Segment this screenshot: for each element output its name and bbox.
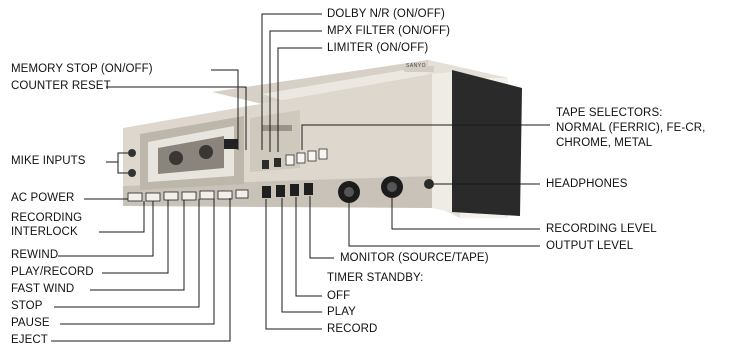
meter-bar: [262, 125, 292, 131]
tape-selector-key: [296, 152, 306, 164]
tape-selector-key: [307, 150, 317, 162]
leader-fast-wind: [90, 200, 185, 291]
label-timer-record: RECORD: [327, 323, 378, 335]
label-output-level: OUTPUT LEVEL: [546, 240, 634, 252]
label-mpx-filter: MPX FILTER (ON/OFF): [327, 25, 451, 37]
leader-timer-play: [281, 198, 322, 313]
headphone-jack: [424, 179, 434, 189]
label-tape-selectors-3: CHROME, METAL: [556, 137, 653, 149]
leader-timer-record: [265, 199, 322, 330]
leader-mpx: [269, 30, 322, 152]
leader-monitor: [309, 196, 334, 259]
label-headphones: HEADPHONES: [546, 178, 628, 190]
brand-plate: [404, 66, 434, 72]
mike-jack-2: [128, 169, 136, 177]
leader-mike-inputs-top: [106, 152, 128, 163]
mike-jack-1: [128, 149, 136, 157]
transport-key: [235, 189, 249, 199]
output-level-knob-center: [387, 182, 397, 192]
leader-recording-interlock: [99, 201, 145, 233]
label-timer-standby: TIMER STANDBY:: [327, 272, 424, 284]
label-timer-play: PLAY: [327, 306, 356, 318]
label-tape-selectors-2: NORMAL (FERRIC), FE-CR,: [556, 122, 706, 134]
leader-tape-selectors: [301, 124, 550, 150]
label-memory-stop: MEMORY STOP (ON/OFF): [11, 63, 153, 75]
leader-rewind: [58, 201, 154, 257]
leader-output-level: [348, 203, 540, 247]
upper-switch: [274, 158, 281, 167]
label-play-record: PLAY/RECORD: [11, 266, 94, 278]
leader-mike-inputs-bot: [117, 162, 128, 174]
transport-key: [199, 190, 215, 200]
cassette-reel-right: [199, 145, 213, 159]
leader-recording-level: [391, 198, 540, 230]
label-mike-inputs: MIKE INPUTS: [11, 155, 86, 167]
function-key: [276, 185, 285, 197]
leader-pause: [60, 199, 215, 325]
label-tape-selectors-1: TAPE SELECTORS:: [556, 107, 663, 119]
label-limiter: LIMITER (ON/OFF): [327, 42, 429, 54]
recording-level-knob-center: [344, 187, 354, 197]
label-stop: STOP: [11, 300, 43, 312]
leader-limiter: [277, 47, 322, 152]
label-monitor: MONITOR (SOURCE/TAPE): [340, 252, 489, 264]
leader-eject: [51, 198, 231, 342]
upper-switch: [262, 160, 269, 169]
label-eject: EJECT: [11, 334, 48, 346]
leader-timer-off: [295, 197, 322, 297]
leader-memory-stop: [211, 69, 239, 150]
label-rewind: REWIND: [11, 249, 59, 261]
counter-window: [224, 139, 238, 149]
transport-key: [181, 191, 197, 201]
transport-key: [127, 192, 143, 202]
label-pause: PAUSE: [11, 317, 50, 329]
transport-key: [163, 191, 179, 201]
leader-stop: [54, 199, 200, 308]
deck-side-face: [432, 72, 452, 212]
function-key: [262, 186, 271, 198]
label-dolby-nr: DOLBY N/R (ON/OFF): [327, 8, 445, 20]
cassette-reel-left: [169, 151, 183, 165]
leader-dolby: [261, 13, 322, 150]
leader-play-record: [102, 200, 169, 274]
tape-selector-key: [285, 154, 295, 166]
label-recording-level: RECORDING LEVEL: [546, 223, 657, 235]
label-counter-reset: COUNTER RESET: [11, 80, 111, 92]
transport-key: [217, 190, 233, 200]
tape-selector-key: [318, 148, 328, 160]
function-key: [290, 184, 299, 196]
label-ac-power: AC POWER: [11, 192, 75, 204]
label-timer-off: OFF: [327, 290, 351, 302]
label-recording-interlock-1: RECORDING: [11, 212, 83, 224]
brand-plate-text: SANYO: [406, 63, 427, 69]
leader-counter-reset: [106, 86, 247, 150]
deck-rear-block: [452, 70, 522, 216]
label-fast-wind: FAST WIND: [11, 283, 75, 295]
label-recording-interlock-2: INTERLOCK: [11, 226, 78, 238]
function-key: [304, 183, 313, 195]
